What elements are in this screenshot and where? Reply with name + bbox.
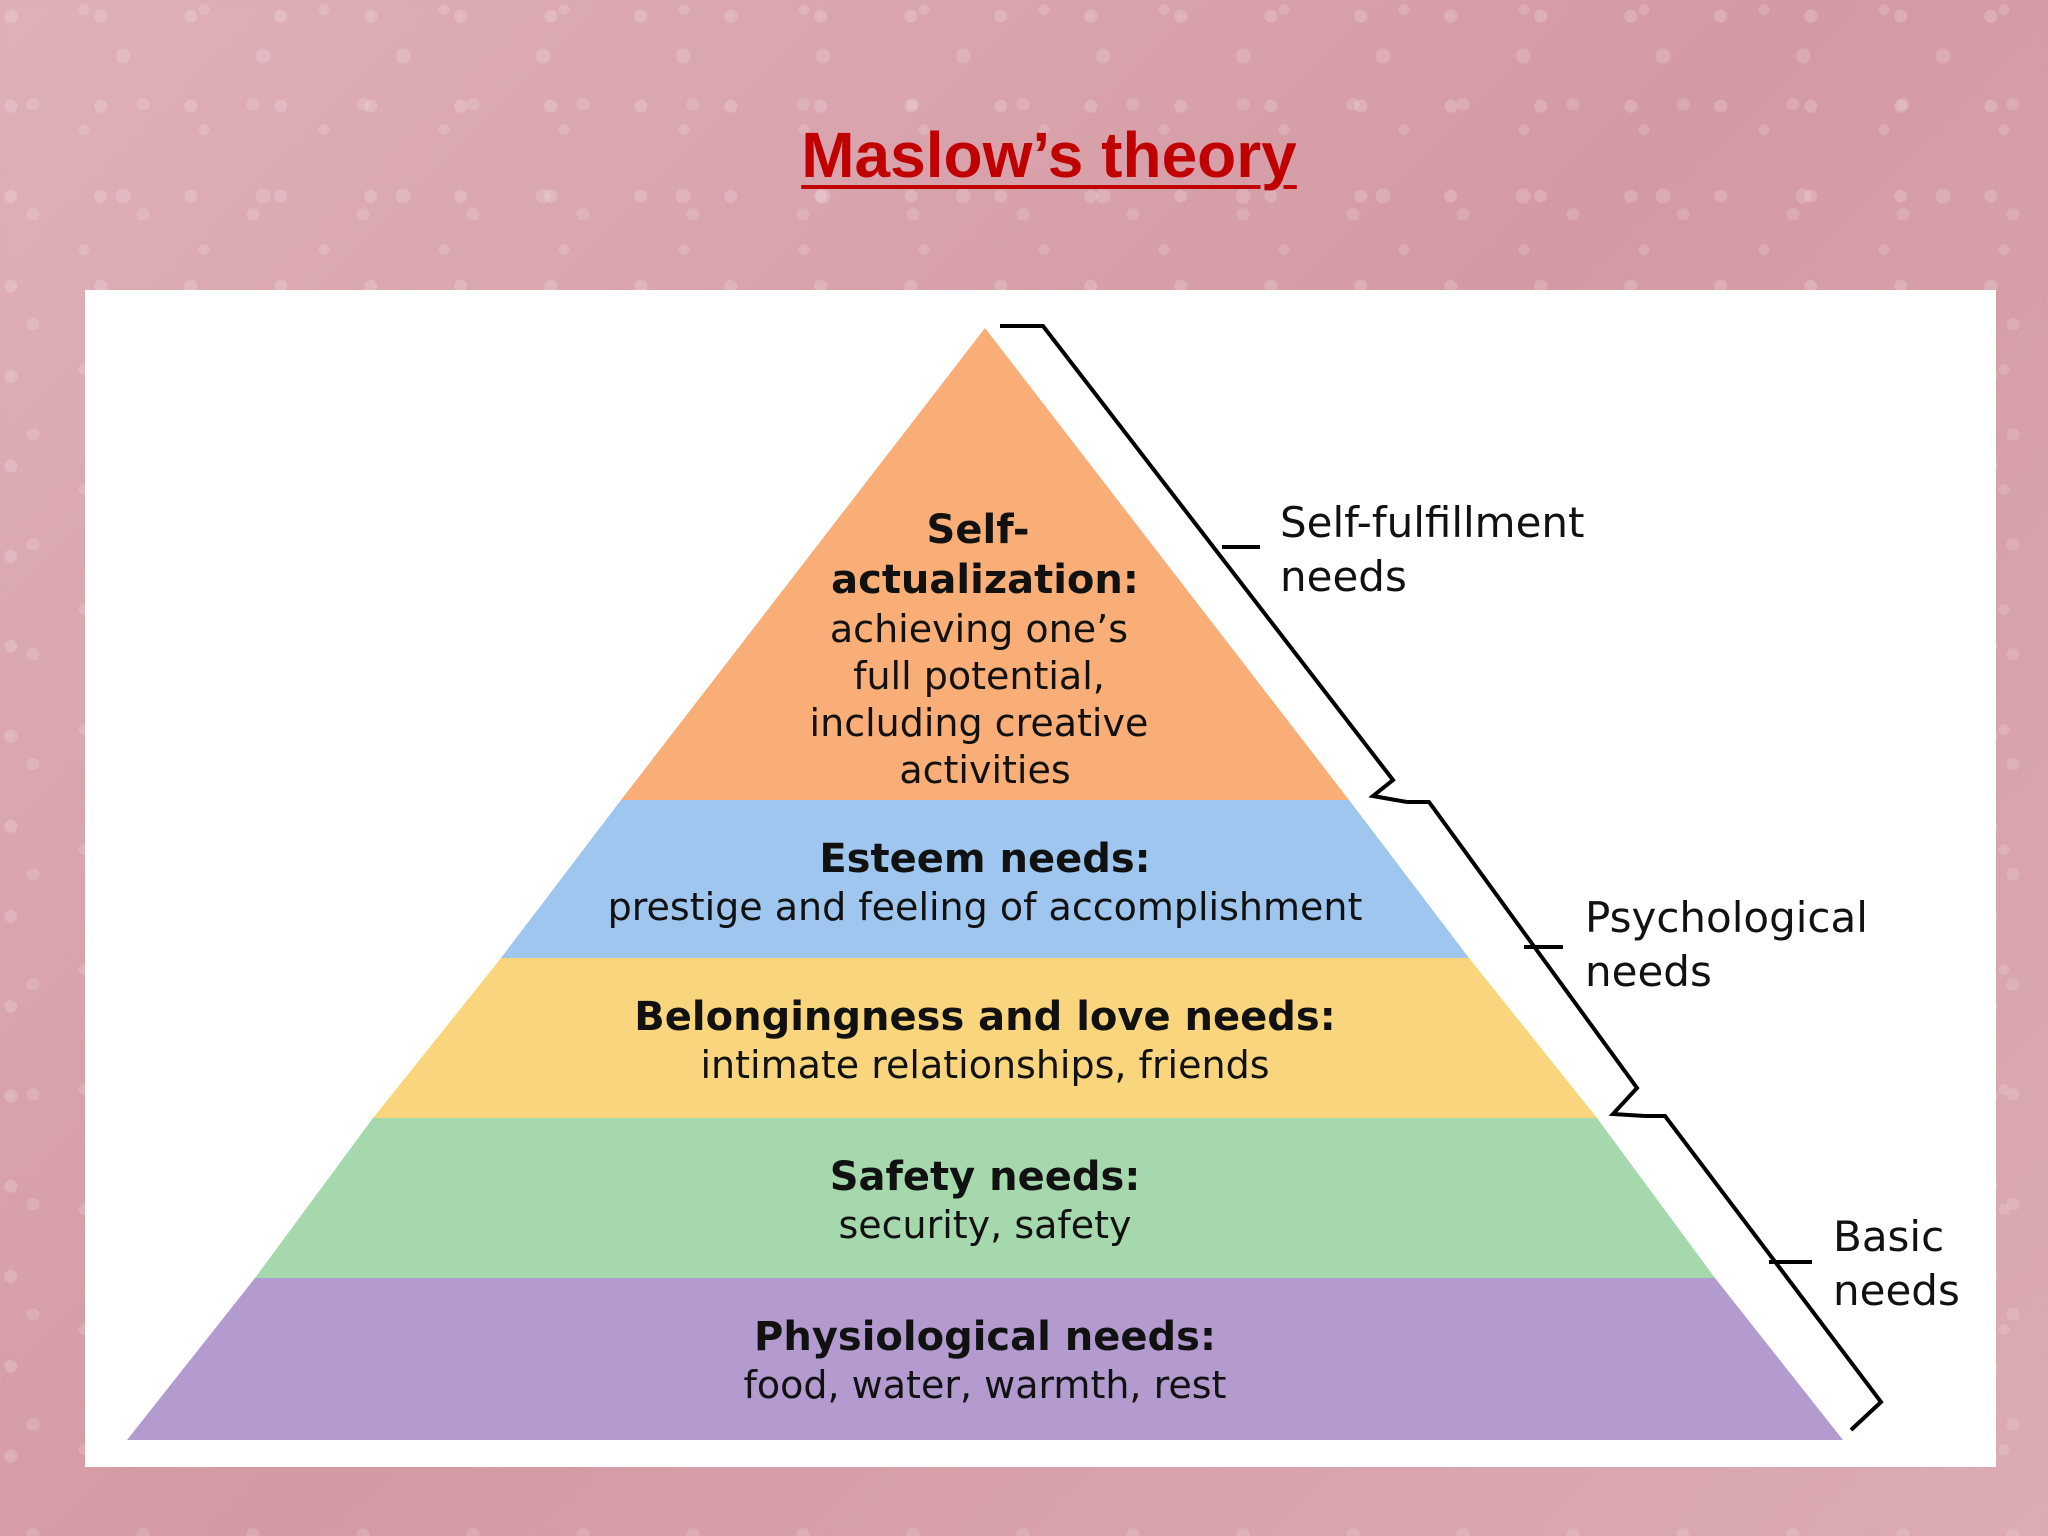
level-safety [255, 1118, 1715, 1278]
self-actualization-description-line: achieving one’s [830, 607, 1128, 651]
esteem-heading: Esteem needs: [819, 836, 1150, 882]
self-actualization-description-line: full potential, [853, 654, 1105, 698]
diagram-panel: Self- actualization: achieving one’s ful… [85, 290, 1996, 1467]
safety-heading: Safety needs: [830, 1154, 1141, 1200]
group-label-self-fulfillment: Self-fulfillment needs [1280, 498, 1598, 601]
self-actualization-description-line: activities [899, 748, 1070, 792]
esteem-description: prestige and feeling of accomplishment [608, 885, 1363, 929]
level-physiological [127, 1278, 1843, 1440]
self-actualization-heading-line: Self- [927, 507, 1030, 553]
level-esteem [501, 800, 1469, 958]
self-actualization-description: achieving one’s full potential, includin… [810, 607, 1161, 792]
group-label-basic: Basic needs [1833, 1212, 1960, 1315]
bracket-basic [1645, 1114, 1884, 1432]
group-label-line: needs [1833, 1266, 1960, 1315]
physiological-heading: Physiological needs: [754, 1314, 1216, 1360]
bracket-self-fulfillment [1000, 324, 1408, 804]
slide-title: Maslow’s theory [801, 119, 1297, 191]
group-label-line: Psychological [1585, 893, 1868, 942]
group-label-psychological: Psychological needs [1585, 893, 1881, 996]
group-label-line: Basic [1833, 1212, 1944, 1261]
group-label-line: needs [1585, 947, 1712, 996]
maslow-pyramid-diagram: Self- actualization: achieving one’s ful… [127, 324, 1960, 1440]
self-actualization-heading: Self- actualization: [831, 507, 1139, 603]
physiological-description: food, water, warmth, rest [744, 1363, 1227, 1407]
group-label-line: needs [1280, 552, 1407, 601]
self-actualization-heading-line: actualization: [831, 557, 1139, 603]
bracket-psychological [1407, 800, 1646, 1118]
self-actualization-description-line: including creative [810, 701, 1149, 745]
safety-description: security, safety [838, 1203, 1131, 1247]
level-belonging [373, 958, 1597, 1118]
belonging-heading: Belongingness and love needs: [634, 994, 1335, 1040]
level-self-actualization [621, 328, 1349, 800]
group-label-line: Self-fulfillment [1280, 498, 1585, 547]
belonging-description: intimate relationships, friends [700, 1043, 1269, 1087]
